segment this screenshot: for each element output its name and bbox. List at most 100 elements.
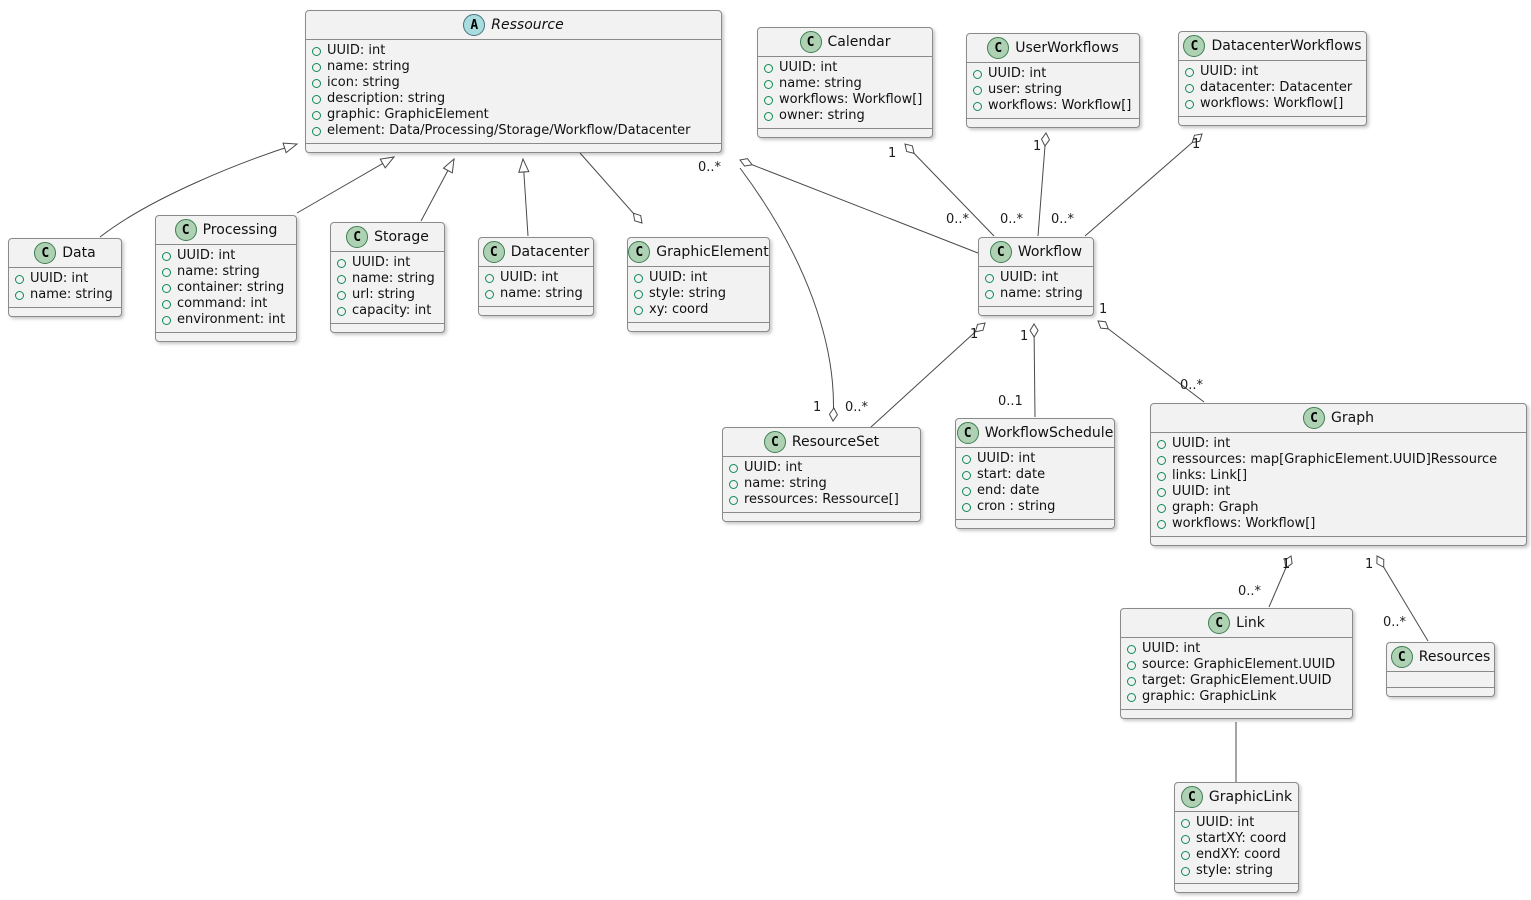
methods-compartment: [979, 306, 1093, 315]
attribute-row: description: string: [312, 91, 713, 107]
edge-userworkflows-workflow: [1037, 132, 1051, 237]
attribute-row: ressources: map[GraphicElement.UUID]Ress…: [1157, 452, 1518, 468]
attribute-text: UUID: int: [649, 270, 708, 285]
class-title: Workflow: [1017, 244, 1083, 260]
field-visibility-icon: [337, 290, 346, 300]
attribute-text: end: date: [977, 483, 1040, 498]
attribute-row: UUID: int: [485, 270, 585, 286]
attribute-row: name: string: [312, 59, 713, 75]
methods-compartment: [723, 512, 920, 521]
class-header: C Storage: [331, 223, 444, 252]
class-title: Processing: [202, 222, 278, 238]
attribute-row: icon: string: [312, 75, 713, 91]
attribute-text: name: string: [352, 271, 435, 286]
methods-compartment: [956, 519, 1114, 528]
methods-compartment: [628, 322, 769, 331]
attribute-text: UUID: int: [352, 255, 411, 270]
multiplicity-label: 0..*: [698, 160, 722, 175]
attribute-text: datacenter: Datacenter: [1200, 80, 1353, 95]
abstract-class-icon: A: [463, 14, 486, 36]
attribute-text: environment: int: [177, 312, 286, 327]
class-icon: C: [1180, 786, 1203, 808]
methods-compartment: [1175, 883, 1298, 892]
attribute-text: UUID: int: [327, 43, 386, 58]
field-visibility-icon: [1181, 834, 1190, 844]
methods-compartment: [1151, 536, 1526, 545]
field-visibility-icon: [973, 69, 982, 79]
methods-compartment: [306, 143, 721, 152]
attribute-text: style: string: [1196, 863, 1274, 878]
attribute-row: UUID: int: [973, 66, 1131, 82]
field-visibility-icon: [1181, 818, 1190, 828]
multiplicity-label: 1: [1020, 329, 1029, 344]
class-icon: C: [989, 241, 1012, 263]
class-icon: C: [1390, 646, 1413, 668]
edge-ressource-resourceset: [739, 167, 839, 422]
field-visibility-icon: [729, 495, 738, 505]
class-header: C Resources: [1387, 643, 1494, 672]
attribute-text: name: string: [779, 76, 862, 91]
class-title: DatacenterWorkflows: [1211, 38, 1362, 54]
attribute-text: startXY: coord: [1196, 831, 1287, 846]
class-title: Data: [62, 245, 96, 261]
attribute-text: workflows: Workflow[]: [1200, 96, 1344, 111]
field-visibility-icon: [764, 95, 773, 105]
attribute-text: UUID: int: [1172, 436, 1231, 451]
field-visibility-icon: [1157, 487, 1166, 497]
attribute-row: name: string: [15, 287, 113, 303]
field-visibility-icon: [962, 470, 971, 480]
attribute-text: capacity: int: [352, 303, 432, 318]
field-visibility-icon: [312, 110, 321, 120]
edge-workflow-graph: [1097, 320, 1205, 403]
attribute-row: workflows: Workflow[]: [973, 98, 1131, 114]
field-visibility-icon: [337, 306, 346, 316]
class-header: C Processing: [156, 216, 296, 245]
methods-compartment: [479, 306, 593, 315]
attribute-row: startXY: coord: [1181, 831, 1290, 847]
attribute-row: start: date: [962, 467, 1106, 483]
edge-ressource-graphicelement: [579, 152, 643, 224]
field-visibility-icon: [1185, 83, 1194, 93]
attribute-row: links: Link[]: [1157, 468, 1518, 484]
field-visibility-icon: [1157, 519, 1166, 529]
attribute-text: cron : string: [977, 499, 1056, 514]
class-title: WorkflowSchedule: [984, 425, 1114, 441]
attribute-text: UUID: int: [1172, 484, 1231, 499]
methods-compartment: [1387, 687, 1494, 696]
attribute-text: UUID: int: [1196, 815, 1255, 830]
attribute-text: graphic: GraphicElement: [327, 107, 489, 122]
class-header: C Workflow: [979, 238, 1093, 267]
attribute-text: links: Link[]: [1172, 468, 1248, 483]
attribute-row: UUID: int: [1185, 64, 1358, 80]
methods-compartment: [758, 128, 932, 137]
class-header: C Calendar: [758, 28, 932, 57]
attribute-row: UUID: int: [337, 255, 436, 271]
field-visibility-icon: [1157, 439, 1166, 449]
field-visibility-icon: [162, 315, 171, 325]
class-header: C GraphicElement: [628, 238, 769, 267]
attribute-row: style: string: [634, 286, 761, 302]
attribute-row: UUID: int: [15, 271, 113, 287]
field-visibility-icon: [1157, 503, 1166, 513]
attribute-text: xy: coord: [649, 302, 709, 317]
attribute-row: name: string: [985, 286, 1085, 302]
attribute-row: command: int: [162, 296, 288, 312]
attribute-text: UUID: int: [500, 270, 559, 285]
multiplicity-label: 1: [888, 146, 897, 161]
